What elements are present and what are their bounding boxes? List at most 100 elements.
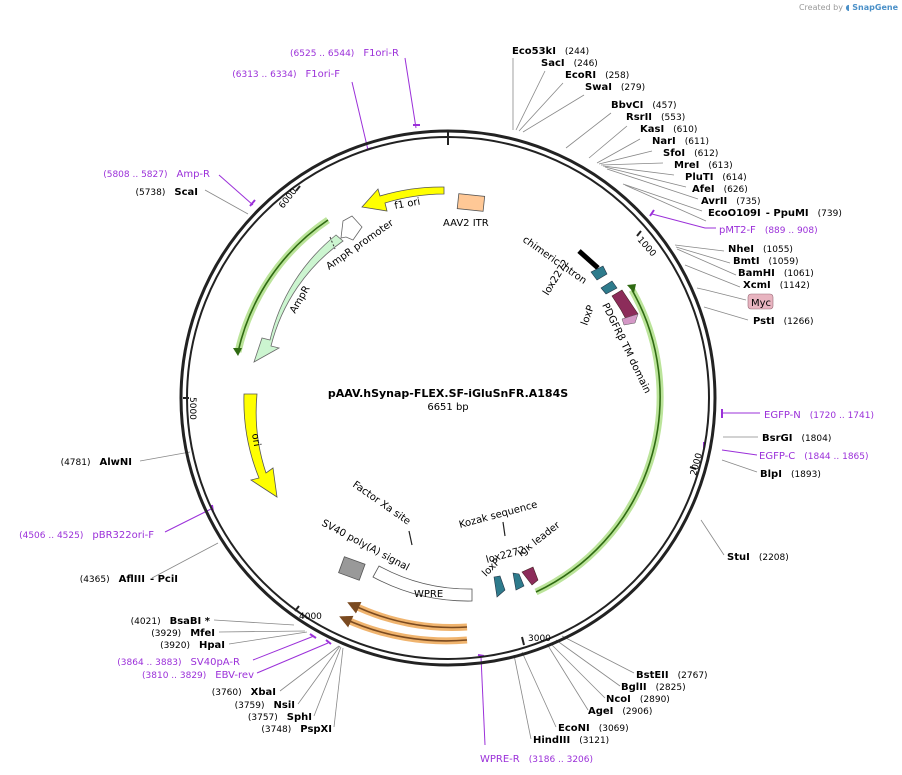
ampr-feature <box>253 234 344 363</box>
enzyme-label: (3759)NsiI <box>235 700 295 711</box>
snapgene-logo-icon: ◖ <box>845 3 850 12</box>
enzyme-label: RsrII(553) <box>626 112 685 123</box>
gene-arrowhead <box>627 284 636 293</box>
enzyme-label: BglII(2825) <box>621 682 686 693</box>
primer-leaders <box>164 57 760 746</box>
ruler-2000: 2000 <box>689 452 705 477</box>
loxp-bottom-feature <box>493 575 506 598</box>
enzyme-label: KasI(610) <box>640 124 697 135</box>
pdgfrb-end <box>621 313 639 326</box>
enzyme-label: AfeI(626) <box>692 184 748 195</box>
enzyme-label: MreI(613) <box>674 160 733 171</box>
plasmid-size: 6651 bp <box>427 402 468 413</box>
primer-label: (6313 .. 6334)F1ori-F <box>232 69 340 80</box>
enzyme-label: (4365)AflIII- PciI <box>80 574 178 585</box>
enzyme-label: BamHI(1061) <box>738 268 814 279</box>
enzyme-label: (3748)PspXI <box>261 724 332 735</box>
lox2272-top-feature <box>590 265 608 281</box>
enzyme-label: (5738)ScaI <box>135 187 198 198</box>
wpre-feature <box>372 565 473 602</box>
factor-xa-label: Factor Xa site <box>350 479 412 527</box>
enzyme-label: EcoRI(258) <box>565 70 629 81</box>
enzyme-label: NheI(1055) <box>728 244 793 255</box>
ampr-line <box>237 219 329 353</box>
primer-label: (4506 .. 4525)pBR322ori-F <box>19 530 154 541</box>
enzyme-label: (3929)MfeI <box>151 628 215 639</box>
gene-highlight-arc <box>534 288 664 596</box>
primer-label: (3864 .. 3883)SV40pA-R <box>117 657 240 668</box>
primer-label: (5808 .. 5827)Amp-R <box>103 169 210 180</box>
loxp-top-label: loxP <box>579 304 596 327</box>
snapgene-credit: Created by ◖ SnapGene <box>799 3 898 12</box>
ampr-line-arrowhead <box>233 348 242 356</box>
enzyme-label: XcmI(1142) <box>743 280 810 291</box>
primer-label: EGFP-N(1720 .. 1741) <box>764 410 874 421</box>
primer-label: EGFP-C(1844 .. 1865) <box>759 451 869 462</box>
ruler-labels: 1000 2000 3000 4000 5000 6000 <box>187 186 705 644</box>
credit-prefix: Created by <box>798 3 843 12</box>
enzyme-label: NcoI(2890) <box>606 694 670 705</box>
igk-label: Igκ leader <box>516 519 563 559</box>
ampr-highlight-arc <box>234 217 330 353</box>
enzyme-label: SacI(246) <box>541 58 598 69</box>
f1-ori-label: f1 ori <box>394 197 422 212</box>
myc-label: Myc <box>751 298 771 309</box>
primer-label: WPRE-R(3186 .. 3206) <box>480 754 593 765</box>
gene-arc <box>535 289 661 593</box>
enzyme-label: BlpI(1893) <box>760 469 821 480</box>
enzyme-label: PluTI(614) <box>685 172 747 183</box>
enzyme-label: BmtI(1059) <box>733 256 798 267</box>
ori-feature <box>243 393 278 498</box>
enzyme-label: HindIII(3121) <box>533 735 609 746</box>
enzyme-label: BsrGI(1804) <box>762 433 831 444</box>
ruler-3000: 3000 <box>528 634 551 644</box>
credit-brand: SnapGene <box>852 3 898 12</box>
primer-label: pMT2-F(889 .. 908) <box>719 225 818 236</box>
plasmid-name: pAAV.hSynap-FLEX.SF-iGluSnFR.A184S <box>328 387 568 400</box>
sv40-feature <box>338 556 366 581</box>
ruler-4000: 4000 <box>299 612 322 622</box>
enzyme-label: StuI(2208) <box>727 552 789 563</box>
ori-label: ori <box>249 433 262 448</box>
enzyme-label: (4021)BsaBI * <box>131 616 211 627</box>
lox2272-bottom-feature <box>512 572 525 591</box>
kozak-label: Kozak sequence <box>458 499 539 531</box>
enzyme-label: EcoO109I- PpuMI(739) <box>708 208 842 219</box>
ruler-5000: 5000 <box>187 397 197 420</box>
orange-arc-2 <box>339 615 468 642</box>
primer-label: (3810 .. 3829)EBV-rev <box>142 670 254 681</box>
enzyme-label: Eco53kI(244) <box>512 46 589 57</box>
chimeric-intron-feature <box>577 249 600 270</box>
ruler-ticks <box>183 131 697 646</box>
f1-ori-feature <box>361 186 445 212</box>
enzyme-label: NarI(611) <box>652 136 709 147</box>
igk-feature <box>521 566 539 586</box>
enzyme-label: (3757)SphI <box>248 712 312 723</box>
enzyme-labels: Eco53kI(244) SacI(246) EcoRI(258) SwaI(2… <box>61 46 842 746</box>
factor-xa-feature <box>408 530 413 546</box>
enzyme-label: PstI(1266) <box>753 316 814 327</box>
sv40-label: SV40 poly(A) signal <box>320 518 411 574</box>
enzyme-label: (3760)XbaI <box>212 687 276 698</box>
orange-arc-1 <box>347 601 468 629</box>
primer-labels: (6525 .. 6544)F1ori-R (6313 .. 6334)F1or… <box>19 48 874 765</box>
aav2-itr-feature <box>456 193 486 212</box>
aav2-itr-label: AAV2 ITR <box>443 218 489 229</box>
ampr-promoter-feature <box>340 215 363 241</box>
myc-tag <box>747 293 774 310</box>
enzyme-label: (3920)HpaI <box>160 640 225 651</box>
enzyme-label: BstEII(2767) <box>636 670 708 681</box>
enzyme-label: BbvCI(457) <box>611 100 677 111</box>
primer-label: (6525 .. 6544)F1ori-R <box>290 48 399 59</box>
enzyme-label: EcoNI(3069) <box>558 723 629 734</box>
loxp-top-feature <box>600 280 618 295</box>
enzyme-label: SfoI(612) <box>663 148 718 159</box>
kozak-feature <box>502 521 506 537</box>
enzyme-label: (4781)AlwNI <box>61 457 132 468</box>
enzyme-label: AgeI(2906) <box>588 706 652 717</box>
enzyme-label: AvrII(735) <box>701 196 760 207</box>
leader-lines <box>139 58 758 740</box>
wpre-label: WPRE <box>414 589 443 600</box>
enzyme-label: SwaI(279) <box>585 82 645 93</box>
